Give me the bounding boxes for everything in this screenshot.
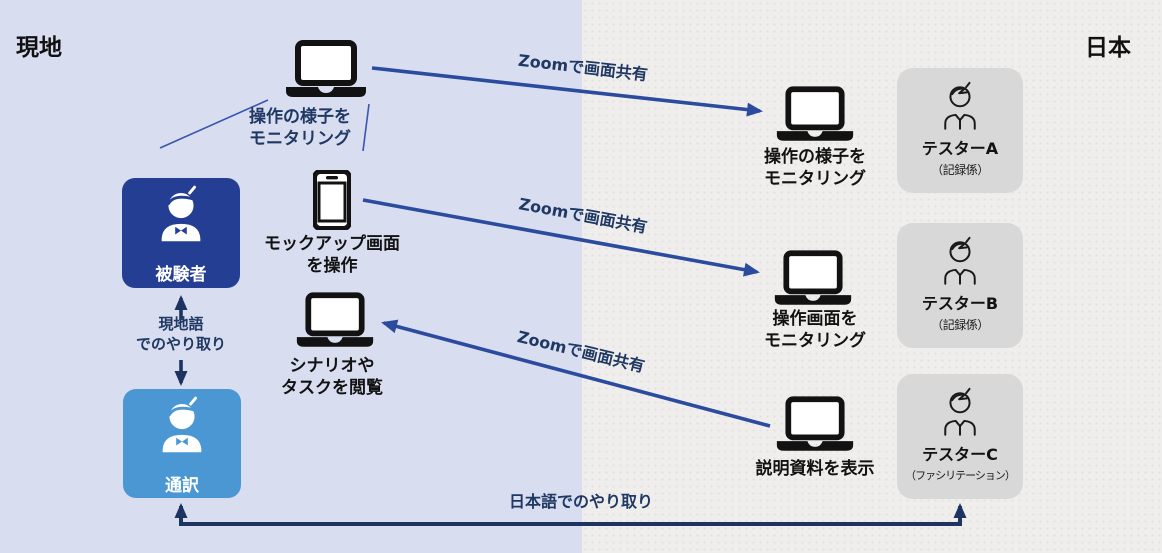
tester-a-role: （記録係） xyxy=(931,162,989,177)
local-language-channel-label: 現地語 でのやり取り xyxy=(135,315,226,353)
interpreter-box: 通訳 xyxy=(123,389,241,498)
subject-label: 被験者 xyxy=(155,265,207,285)
interpreter-label: 通訳 xyxy=(165,476,199,496)
scenario-laptop-label: シナリオや タスクを閲覧 xyxy=(281,356,383,399)
tester-a-name: テスターA xyxy=(921,139,999,158)
tester-b-box: テスターB （記録係） xyxy=(897,223,1023,348)
tester-c-name: テスターC xyxy=(922,445,998,464)
japan-laptop-3-label: 説明資料を表示 xyxy=(755,459,875,479)
mockup-phone-label: モックアップ画面 を操作 xyxy=(264,234,400,277)
interpreter-person-icon xyxy=(162,396,202,453)
tester-c-person-icon xyxy=(944,387,976,436)
tester-b-role: （記録係） xyxy=(931,317,989,332)
japan-laptop-2-icon xyxy=(772,250,854,306)
tester-a-person-icon xyxy=(944,81,976,130)
tester-a-box: テスターA （記録係） xyxy=(897,68,1023,193)
japan-laptop-2-label: 操作画面を モニタリング xyxy=(764,309,866,352)
japan-laptop-3-icon xyxy=(774,396,856,452)
japan-region-title: 日本 xyxy=(1085,35,1131,61)
tester-c-box: テスターC （ファシリテーション） xyxy=(897,374,1023,499)
japan-laptop-1-icon xyxy=(774,86,856,142)
japanese-channel-label: 日本語でのやり取り xyxy=(508,492,653,511)
mockup-phone-icon xyxy=(313,170,351,230)
local-region-title: 現地 xyxy=(16,35,62,61)
subject-box: 被験者 xyxy=(122,178,240,288)
scenario-laptop-icon xyxy=(294,292,376,348)
local-monitor-laptop-icon xyxy=(283,40,369,98)
local-monitor-laptop-label: 操作の様子を モニタリング xyxy=(249,107,351,150)
tester-b-person-icon xyxy=(944,236,976,285)
japan-laptop-1-label: 操作の様子を モニタリング xyxy=(764,147,866,190)
tester-b-name: テスターB xyxy=(921,294,999,313)
subject-person-icon xyxy=(161,185,201,242)
tester-c-role: （ファシリテーション） xyxy=(905,468,1016,482)
